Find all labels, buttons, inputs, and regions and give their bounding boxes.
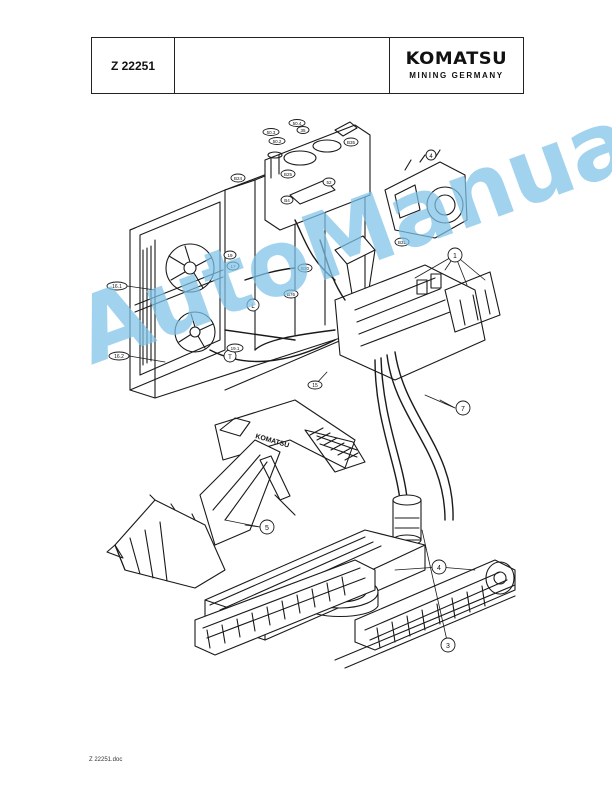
svg-text:16.2: 16.2 xyxy=(114,354,124,360)
main-control-valve-block xyxy=(334,264,501,381)
bucket xyxy=(106,494,226,589)
callout-15: 15 xyxy=(307,380,323,390)
callout-16-1: 16.1 xyxy=(106,281,128,291)
callout-B24: B24 xyxy=(230,173,246,183)
svg-text:16.1: 16.1 xyxy=(112,284,122,290)
svg-text:15: 15 xyxy=(312,383,318,389)
footer-filename: Z 22251.doc xyxy=(89,757,123,763)
svg-text:4: 4 xyxy=(437,565,441,572)
svg-text:4: 4 xyxy=(429,154,433,160)
svg-text:19.1: 19.1 xyxy=(231,346,240,351)
svg-text:T: T xyxy=(228,355,232,361)
svg-text:50.4: 50.4 xyxy=(293,121,302,126)
svg-text:B24: B24 xyxy=(234,176,243,181)
callout-B25: B25 xyxy=(280,169,296,179)
callout-markers: 1 3 4 4 5 7 L T xyxy=(106,119,471,653)
undercarriage xyxy=(194,529,516,669)
document-code: Z 22251 xyxy=(92,38,175,93)
svg-text:B25: B25 xyxy=(284,172,293,177)
svg-text:50.2: 50.2 xyxy=(273,139,282,144)
svg-text:1: 1 xyxy=(453,253,457,260)
callout-1: 1 xyxy=(447,247,463,263)
callout-B31: B31 xyxy=(394,237,410,247)
hydraulic-lines xyxy=(209,219,454,521)
callout-17: 17 xyxy=(226,261,240,271)
svg-text:B4: B4 xyxy=(284,198,290,203)
top-valve-assembly xyxy=(264,121,371,231)
callout-B35: B35 xyxy=(343,137,359,147)
callout-19-1: 19.1 xyxy=(226,343,244,353)
svg-text:17: 17 xyxy=(230,264,236,269)
title-block: Z 22251 KOMATSU MINING GERMANY xyxy=(91,37,524,94)
brand-subtitle: MINING GERMANY xyxy=(409,71,504,80)
callout-50-2: 50.2 xyxy=(268,137,286,145)
brand-name: KOMATSU xyxy=(405,49,508,69)
callout-4-lower: 4 xyxy=(431,559,447,575)
svg-text:5: 5 xyxy=(265,525,269,532)
boom-and-arm xyxy=(199,399,366,546)
callout-50-4: 50.4 xyxy=(288,119,306,127)
svg-text:B31: B31 xyxy=(398,240,407,245)
svg-text:7: 7 xyxy=(461,406,465,413)
svg-text:50.3: 50.3 xyxy=(267,130,276,135)
svg-text:B76: B76 xyxy=(287,292,296,297)
travel-motor-unit xyxy=(384,149,468,239)
callout-35: 35 xyxy=(296,126,310,134)
callout-L: L xyxy=(246,298,260,312)
callout-5: 5 xyxy=(259,519,275,535)
svg-text:52: 52 xyxy=(326,180,332,185)
callout-16-2: 16.2 xyxy=(108,351,130,361)
excavator-hydraulic-drawing: 1 3 4 4 5 7 L T xyxy=(106,119,516,669)
callout-52: 52 xyxy=(322,177,336,187)
callout-3: 3 xyxy=(440,637,456,653)
komatsu-logo: KOMATSU MINING GERMANY xyxy=(390,38,523,93)
svg-text:35: 35 xyxy=(300,128,306,133)
callout-B76: B76 xyxy=(283,289,299,299)
callout-19: 19 xyxy=(223,250,237,260)
svg-text:B30: B30 xyxy=(301,266,310,271)
callout-50-3: 50.3 xyxy=(262,128,280,136)
callout-B30: B30 xyxy=(297,263,313,273)
svg-text:19: 19 xyxy=(227,253,233,258)
svg-text:L: L xyxy=(251,304,255,310)
callout-7: 7 xyxy=(455,400,471,416)
svg-text:3: 3 xyxy=(446,643,450,650)
callout-4-upper: 4 xyxy=(425,149,437,161)
callout-B4: B4 xyxy=(280,195,294,205)
svg-text:B35: B35 xyxy=(347,140,356,145)
title-block-empty-cell xyxy=(175,38,390,93)
